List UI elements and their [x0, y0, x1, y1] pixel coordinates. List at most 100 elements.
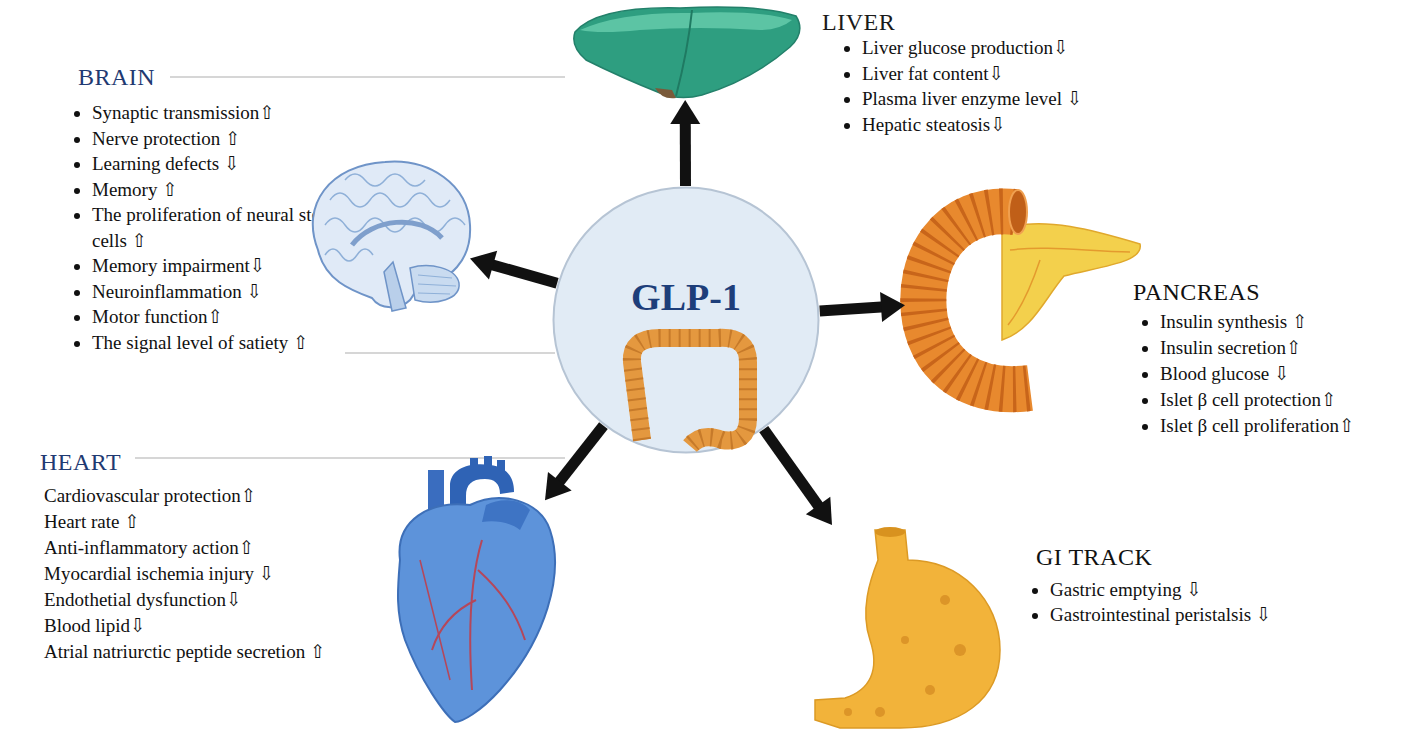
- effect-item: Blood glucose ⇩: [1160, 361, 1400, 387]
- brain-gyrus: [325, 218, 465, 232]
- effect-item: Memory impairment⇩: [92, 253, 344, 279]
- hub-title: GLP-1: [552, 276, 820, 318]
- duodenum: [923, 211, 1030, 389]
- organ-node: GI TRACKGastric emptying ⇩Gastrointestin…: [810, 525, 1000, 730]
- effect-item: Anti-inflammatory action⇧: [44, 535, 384, 561]
- arrow-head: [880, 292, 905, 322]
- effect-item: Plasma liver enzyme level ⇩: [862, 86, 1162, 112]
- aorta-branch: [470, 458, 478, 470]
- arrow-head: [806, 497, 832, 525]
- effect-item: Islet β cell proliferation⇧: [1160, 413, 1400, 439]
- aorta-branch: [484, 456, 492, 468]
- effect-item: Atrial natriurctic peptide secretion ⇧: [44, 639, 384, 665]
- effect-item: Islet β cell protection⇧: [1160, 387, 1400, 413]
- effect-list: Gastric emptying ⇩Gastrointestinal peris…: [1050, 577, 1350, 627]
- stomach-illustration: [815, 530, 1000, 728]
- liver-lobe-line: [676, 10, 692, 96]
- cerebellum: [410, 266, 459, 302]
- flow-arrow: [764, 429, 832, 525]
- flow-arrow: [820, 292, 905, 322]
- stomach-spot: [940, 595, 950, 605]
- effect-item: The proliferation of neural stem cells ⇧: [92, 202, 344, 253]
- stomach-spot: [844, 708, 852, 716]
- effect-item: The signal level of satiety ⇧: [92, 330, 344, 356]
- arrow-head: [545, 472, 572, 500]
- effect-item: Gastrointestinal peristalsis ⇩: [1050, 602, 1350, 627]
- arrow-head: [470, 251, 497, 280]
- coronary-vessel: [420, 560, 450, 680]
- effect-item: Synaptic transmission⇧: [92, 100, 344, 126]
- liver-illustration: [574, 7, 800, 98]
- arrow-head: [670, 100, 700, 124]
- effect-item: Nerve protection ⇧: [92, 126, 344, 152]
- brain-gyrus: [345, 174, 425, 186]
- stomach-spot: [875, 707, 885, 717]
- duodenum-opening: [1009, 190, 1027, 234]
- flow-arrow: [545, 426, 603, 501]
- heading-rule: [170, 76, 565, 78]
- effect-item: Liver glucose production⇩: [862, 35, 1162, 61]
- organ-node: BRAINSynaptic transmission⇧Nerve protect…: [305, 160, 470, 310]
- effect-item: Motor function⇧: [92, 304, 344, 330]
- arrow-shaft: [820, 307, 885, 311]
- hub-circle: GLP-1: [552, 186, 820, 454]
- arrow-shaft: [489, 264, 557, 283]
- effect-item: Endothetial dysfunction⇩: [44, 587, 384, 613]
- effect-item: Myocardial ischemia injury ⇩: [44, 561, 384, 587]
- effect-item: Insulin secretion⇧: [1160, 335, 1400, 361]
- cerebellum-folds: [418, 275, 456, 294]
- liver-highlight: [580, 12, 792, 32]
- heart-illustration: [398, 498, 555, 722]
- effect-item: Neuroinflammation ⇩: [92, 279, 344, 305]
- effect-list: Liver glucose production⇩Liver fat conte…: [862, 35, 1162, 137]
- heading-rule: [345, 352, 555, 354]
- coronary-vessel: [432, 540, 525, 690]
- brainstem: [384, 262, 406, 311]
- hub-outline: [552, 186, 820, 454]
- esophagus-opening: [875, 527, 905, 537]
- effect-item: Heart rate ⇧: [44, 509, 384, 535]
- aorta: [450, 464, 514, 514]
- effect-item: Memory ⇧: [92, 177, 344, 203]
- brain-gyrus: [325, 249, 373, 261]
- effect-list: Cardiovascular protection⇧Heart rate ⇧An…: [44, 483, 384, 665]
- organ-heading: HEART: [40, 448, 121, 476]
- flow-arrow: [470, 251, 557, 284]
- colon-haustra: [632, 338, 748, 446]
- hub-circle-shape: [554, 188, 819, 453]
- arrow-shaft: [680, 120, 691, 186]
- effect-list: Insulin synthesis ⇧Insulin secretion⇧Blo…: [1160, 309, 1400, 439]
- organ-heading: LIVER: [822, 8, 895, 36]
- effect-item: Insulin synthesis ⇧: [1160, 309, 1400, 335]
- pancreas-illustration: [1002, 224, 1140, 340]
- heading-rule: [135, 457, 565, 459]
- vena-cava: [428, 470, 444, 512]
- organ-node: LIVERLiver glucose production⇩Liver fat …: [570, 0, 800, 100]
- organ-heading: PANCREAS: [1133, 278, 1260, 306]
- gallbladder: [655, 88, 676, 98]
- effect-item: Learning defects ⇩: [92, 151, 344, 177]
- arrow-shaft: [557, 426, 603, 485]
- effect-item: Blood lipid⇩: [44, 613, 384, 639]
- organ-node: PANCREASInsulin synthesis ⇧Insulin secre…: [905, 195, 1140, 400]
- organ-heading: GI TRACK: [1036, 543, 1152, 571]
- pancreas-vessel: [1008, 248, 1130, 325]
- effect-list: Synaptic transmission⇧Nerve protection ⇧…: [92, 100, 344, 355]
- effect-item: Cardiovascular protection⇧: [44, 483, 384, 509]
- pulmonary-artery: [482, 500, 530, 530]
- effect-item: Gastric emptying ⇩: [1050, 577, 1350, 602]
- stomach-spot: [901, 636, 909, 644]
- organ-heading: BRAIN: [78, 63, 155, 91]
- aorta-branch: [497, 460, 505, 472]
- brain-gyrus: [330, 193, 450, 207]
- corpus-callosum: [352, 222, 442, 245]
- colon-illustration: [632, 338, 748, 446]
- arrow-shaft: [764, 429, 821, 509]
- brain-illustration: [313, 162, 470, 308]
- stomach-spot: [954, 644, 966, 656]
- effect-item: Liver fat content⇩: [862, 61, 1162, 87]
- flow-arrow: [670, 100, 700, 186]
- effect-item: Hepatic steatosis⇩: [862, 112, 1162, 138]
